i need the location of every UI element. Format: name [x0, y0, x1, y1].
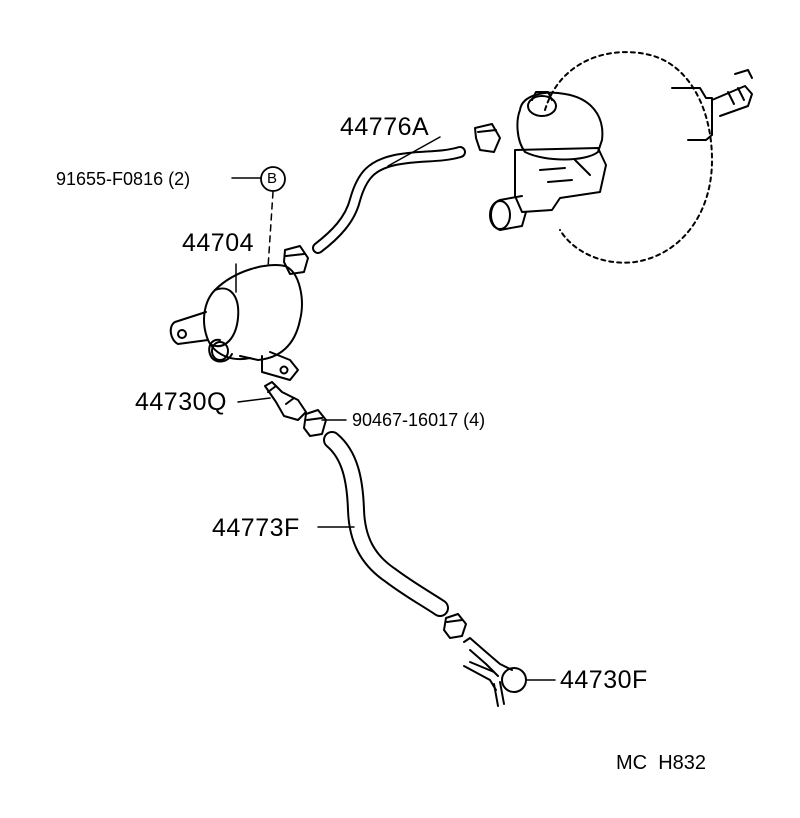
label-44730f: 44730F — [560, 666, 648, 694]
callout-b-circle — [260, 166, 286, 192]
check-valve-44730q — [264, 381, 327, 437]
reservoir — [516, 91, 604, 161]
vacuum-tank-44704 — [169, 264, 303, 381]
tank-bottom-hole — [279, 365, 289, 375]
label-44704: 44704 — [182, 229, 255, 257]
hose-44776a-group — [283, 123, 501, 275]
tank-bracket-hole — [177, 329, 187, 339]
union-eye — [501, 667, 527, 693]
master-cylinder-detail — [539, 159, 591, 183]
booster-rear-shell — [671, 87, 713, 141]
hose-44773f-group — [323, 431, 467, 639]
label-90467: 90467-16017 (4) — [352, 410, 486, 430]
pushrod-clevis — [711, 69, 753, 117]
label-44773f: 44773F — [212, 514, 300, 542]
clamp-upper-right — [474, 123, 501, 153]
tank-bottom-bracket — [261, 351, 299, 381]
clamp-upper-left — [283, 245, 309, 275]
tank-left-bracket — [169, 311, 209, 345]
leader-lines — [231, 136, 556, 681]
hose-44773f-inner — [325, 433, 447, 615]
label-44776a: 44776A — [340, 113, 430, 141]
master-cylinder-end — [489, 200, 511, 230]
hose-44776a-inner — [314, 148, 464, 252]
clamp-valve — [303, 409, 327, 437]
tank-port-end — [211, 341, 229, 361]
union-tail — [493, 681, 505, 707]
tank-front-face — [211, 287, 240, 348]
valve-ribs — [267, 385, 295, 405]
leader-b-dashed — [267, 191, 274, 269]
brake-booster-assembly — [489, 51, 753, 264]
valve-body — [264, 381, 307, 421]
tank-body — [214, 264, 303, 361]
brake-booster-body — [544, 51, 713, 264]
tank-port — [208, 338, 233, 363]
reservoir-cap — [527, 95, 557, 117]
leader-44776a — [387, 136, 441, 167]
union-44730f — [463, 637, 527, 707]
master-cylinder — [514, 147, 607, 213]
diagram-code: MC H832 — [616, 752, 707, 774]
leader-44730q — [237, 397, 271, 403]
label-91655: 91655-F0816 (2) — [56, 169, 191, 189]
reservoir-neck — [531, 91, 553, 101]
callout-b-letter: B — [267, 170, 278, 187]
label-44730q: 44730Q — [135, 388, 227, 416]
clamp-lower — [443, 613, 467, 639]
union-bolt — [463, 661, 497, 691]
